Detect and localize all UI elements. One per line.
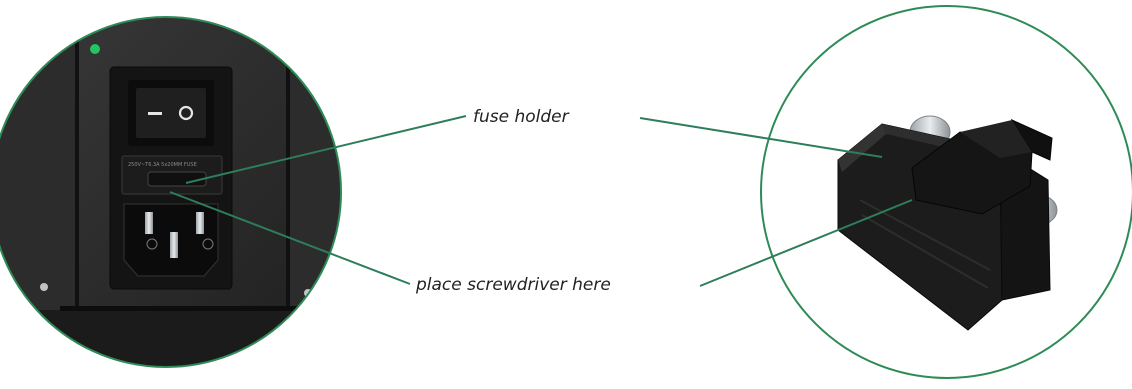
led-indicator-icon — [90, 44, 100, 54]
left-circle-border — [0, 16, 342, 368]
leader-lines — [169, 115, 913, 287]
rocker-switch-icon — [128, 80, 214, 146]
fuse-holder-leader-right — [639, 117, 883, 158]
screwdriver-leader-left — [169, 191, 411, 285]
iec-inlet-icon — [123, 203, 219, 277]
right-circle-border — [760, 5, 1132, 379]
panel-marking: 250V~T6.3A 5x20MM FUSE — [128, 162, 197, 168]
screwdriver-label: place screwdriver here — [416, 275, 611, 295]
screw-icon — [40, 283, 48, 291]
screwdriver-leader-right — [699, 199, 913, 287]
fuse-holder-label: fuse holder — [473, 107, 569, 127]
fuse-holder-leader-left — [185, 115, 467, 184]
fuse-holder-photo — [837, 115, 1058, 331]
